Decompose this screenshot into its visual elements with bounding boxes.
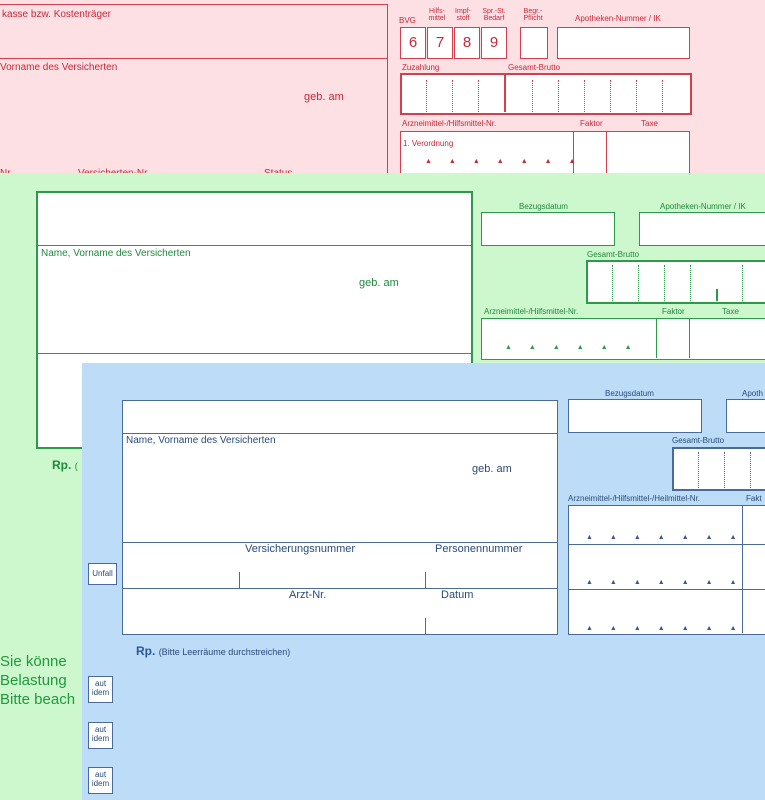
pink-cell-9: 9 (481, 27, 507, 59)
green-info-line-2: Belastung (0, 672, 67, 689)
blue-personennummer-label: Personennummer (435, 543, 523, 555)
pink-begr-label: Begr.-Pflicht (523, 8, 543, 22)
pink-patient-box (0, 4, 388, 200)
blue-versicherungsnummer-label: Versicherungsnummer (245, 543, 356, 555)
blue-bezugsdatum-label: Bezugsdatum (605, 389, 654, 398)
blue-name-label: Name, Vorname des Versicherten (126, 435, 276, 446)
green-faktor-label: Faktor (662, 307, 685, 316)
pink-prescription-form: kasse bzw. Kostenträger Vorname des Vers… (0, 0, 765, 200)
pink-begr-cell (520, 27, 548, 59)
pink-apotheken-label: Apotheken-Nummer / IK (575, 14, 661, 23)
pink-cell-7: 7 (427, 27, 453, 59)
blue-tick-marks-2: ▲▲▲▲▲▲▲ (586, 579, 754, 586)
pink-cell-8: 8 (454, 27, 480, 59)
blue-faktor-label: Fakt (746, 494, 762, 503)
green-tick-marks: ▲▲▲▲▲▲ (505, 344, 649, 351)
pink-faktor-label: Faktor (580, 119, 603, 128)
green-info-line-3: Bitte beach (0, 691, 76, 708)
green-name-label: Name, Vorname des Versicherten (41, 248, 191, 259)
green-info-text: Sie könne Belastung Bitte beach (0, 652, 75, 709)
green-bezugsdatum-box (481, 212, 615, 246)
pink-hilfsmittel-label: Hilfs-mittel (428, 8, 446, 22)
green-gesamt-box (586, 260, 765, 304)
pink-bvg-label: BVG (399, 16, 416, 25)
green-taxe-label: Taxe (722, 307, 739, 316)
blue-patient-box (122, 400, 558, 635)
blue-unfall-checkbox[interactable]: Unfall (88, 563, 117, 585)
pink-gesamt-label: Gesamt-Brutto (508, 63, 561, 72)
green-apotheken-box (639, 212, 765, 246)
aut-idem-checkbox-1[interactable]: aut idem (88, 676, 113, 703)
blue-tick-marks-3: ▲▲▲▲▲▲▲ (586, 625, 754, 632)
pink-impfstoff-label: Impf-stoff (455, 8, 471, 22)
blue-bezugsdatum-box (568, 399, 702, 433)
pink-geb-label: geb. am (304, 91, 344, 103)
green-rp-label: Rp. ( (52, 458, 78, 472)
green-arznei-row (481, 318, 765, 360)
blue-apotheken-label: Apoth (742, 389, 763, 398)
blue-apotheken-box (726, 399, 765, 433)
blue-prescription-form: Name, Vorname des Versicherten geb. am V… (82, 363, 765, 800)
blue-rp-label: Rp. (Bitte Leerräume durchstreichen) (136, 644, 291, 658)
aut-idem-checkbox-3[interactable]: aut idem (88, 767, 113, 794)
pink-zuzahlung-box (400, 73, 692, 115)
blue-geb-label: geb. am (472, 463, 512, 475)
green-info-line-1: Sie könne (0, 653, 67, 670)
blue-datum-label: Datum (441, 589, 474, 601)
blue-tick-marks-1: ▲▲▲▲▲▲▲ (586, 534, 754, 541)
green-geb-label: geb. am (359, 277, 399, 289)
green-bezugsdatum-label: Bezugsdatum (519, 202, 568, 211)
pink-arznei-label: Arzneimittel-/Hilfsmittel-Nr. (402, 119, 497, 128)
pink-tick-marks: ▲▲▲▲▲▲▲ (425, 158, 593, 165)
green-arznei-label: Arzneimittel-/Hilfsmittel-Nr. (484, 307, 579, 316)
blue-gesamt-box (672, 447, 765, 491)
blue-arznei-label: Arzneimittel-/Hilfsmittel-/Heilmittel-Nr… (568, 494, 701, 503)
green-gesamt-label: Gesamt-Brutto (587, 250, 640, 259)
pink-cell-6: 6 (400, 27, 426, 59)
pink-sprst-label: Spr.-St. Bedarf (482, 8, 506, 22)
pink-zuzahlung-label: Zuzahlung (402, 63, 440, 72)
blue-arznei-row-3 (568, 589, 765, 635)
blue-gesamt-label: Gesamt-Brutto (672, 436, 725, 445)
pink-verordnung-label: 1. Verordnung (403, 139, 454, 148)
blue-arztnr-label: Arzt-Nr. (289, 589, 327, 601)
pink-name-label: Vorname des Versicherten (0, 62, 118, 73)
aut-idem-checkbox-2[interactable]: aut idem (88, 722, 113, 749)
green-apotheken-label: Apotheken-Nummer / IK (660, 202, 746, 211)
pink-taxe-label: Taxe (641, 119, 658, 128)
pink-kasse-label: kasse bzw. Kostenträger (2, 9, 111, 20)
pink-apotheken-cell (557, 27, 690, 59)
